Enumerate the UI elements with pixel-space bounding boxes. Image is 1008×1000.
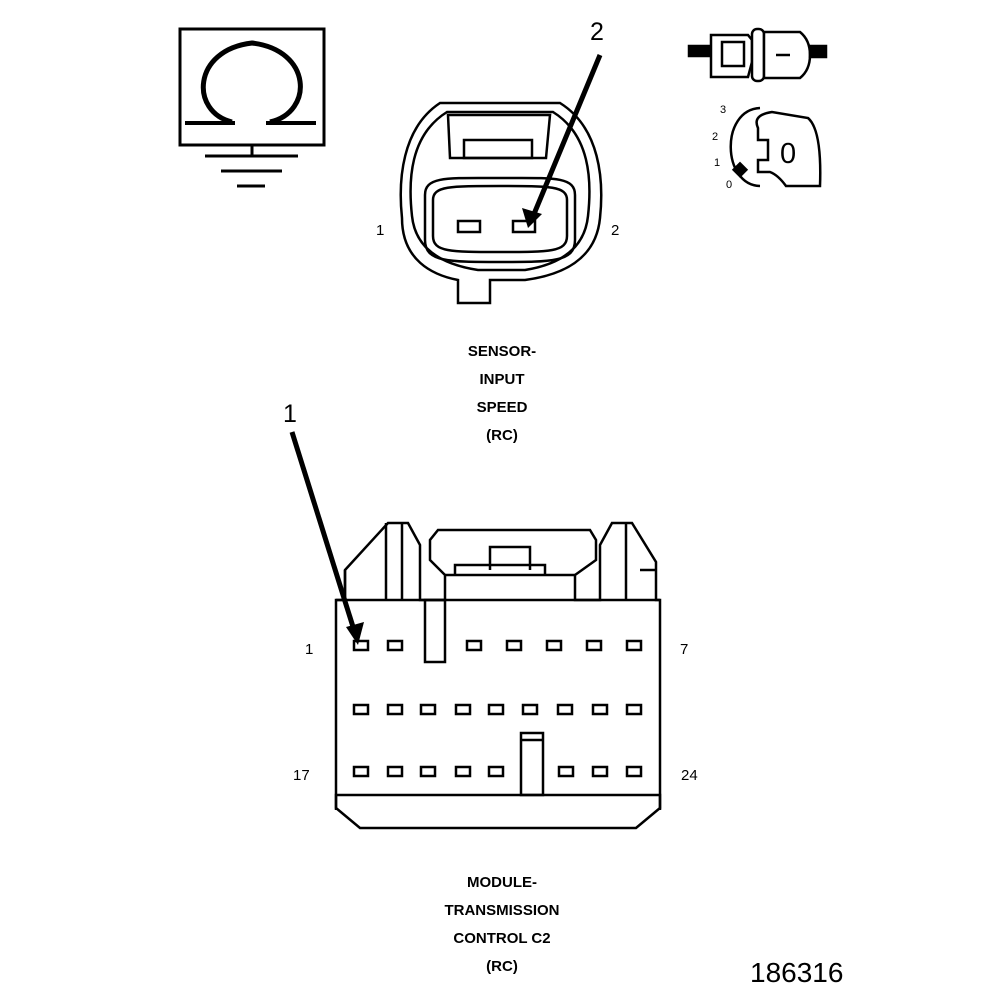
switch-position-2: 2: [712, 131, 719, 143]
sensor-callout-number: 2: [590, 18, 604, 46]
switch-position-0: 0: [726, 179, 733, 191]
module-caption-line: CONTROL C2: [453, 930, 551, 947]
sensor-caption-line: (RC): [486, 427, 518, 444]
pin-cavity: [591, 765, 609, 778]
pin-cavity: [591, 703, 609, 716]
module-pin-label-7: 7: [680, 641, 689, 658]
switch-position-3: 3: [720, 104, 727, 116]
ohm-ground-icon: [178, 27, 326, 188]
pin-cavity: [465, 639, 483, 652]
pin-cavity: [625, 765, 643, 778]
pin-cavity: [625, 639, 643, 652]
sensor-caption-line: SPEED: [476, 399, 528, 416]
module-caption-line: TRANSMISSION: [444, 902, 560, 919]
switch-position-1: 1: [714, 157, 721, 169]
pin-cavity: [625, 703, 643, 716]
pin-cavity: [557, 765, 575, 778]
sensor-caption-line: SENSOR-: [467, 343, 537, 360]
module-callout-arrow: [289, 431, 364, 645]
pin-cavity: [487, 765, 505, 778]
pin-cavity: [556, 703, 574, 716]
sensor-callout-arrow: [522, 54, 603, 228]
pin-cavity: [352, 703, 370, 716]
pin-cavity: [585, 639, 603, 652]
pin-cavity: [386, 639, 404, 652]
module-caption: MODULE- TRANSMISSION CONTROL C2 (RC): [402, 869, 602, 981]
sensor-caption: SENSOR- INPUT SPEED (RC): [402, 338, 602, 450]
pin-cavity: [454, 765, 472, 778]
pin-cavity: [352, 639, 370, 652]
sensor-caption-line: INPUT: [479, 371, 525, 388]
pin-cavity: [521, 703, 539, 716]
module-callout-number: 1: [283, 400, 297, 428]
module-caption-line: (RC): [486, 958, 518, 975]
ignition-switch-icon: [729, 106, 822, 188]
test-probe-icon: [687, 27, 828, 83]
pin-cavity: [419, 765, 437, 778]
module-pin-label-17: 17: [293, 767, 310, 784]
pin-cavity: [352, 765, 370, 778]
pin-cavity: [505, 639, 523, 652]
sensor-connector-drawing: [399, 101, 603, 305]
pin-cavity: [386, 703, 404, 716]
figure-number: 186316: [750, 957, 844, 988]
sensor-pin-label-2: 2: [611, 222, 620, 239]
key-glyph: 0: [780, 138, 797, 170]
module-pin-label-1: 1: [305, 641, 314, 658]
pin-cavity: [487, 703, 505, 716]
pin-cavity: [545, 639, 563, 652]
pin-cavity: [386, 765, 404, 778]
module-caption-line: MODULE-: [467, 874, 537, 891]
module-pin-cavities: [352, 639, 643, 778]
pin-cavity: [454, 703, 472, 716]
sensor-pin-label-1: 1: [376, 222, 385, 239]
module-pin-label-24: 24: [681, 767, 698, 784]
pin-cavity: [419, 703, 437, 716]
module-connector-drawing: [334, 521, 662, 830]
